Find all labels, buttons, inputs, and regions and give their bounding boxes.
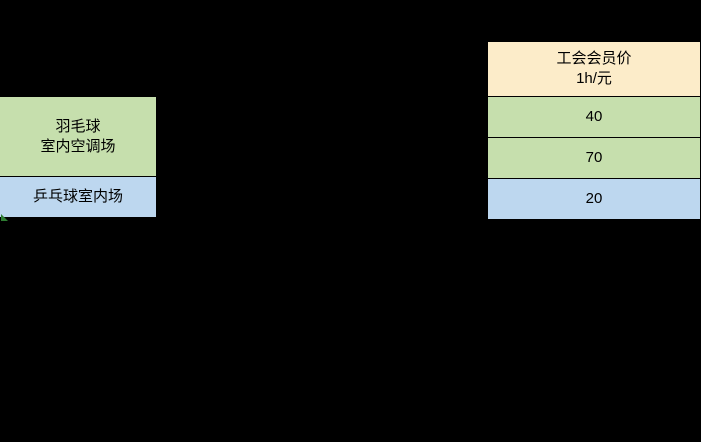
table-row: 羽毛球 室内空调场 bbox=[0, 96, 157, 177]
table-row: 乒乓球室内场 bbox=[0, 176, 157, 218]
price-table: 工会会员价 1h/元 40 70 20 bbox=[487, 41, 701, 220]
categories-table: 羽毛球 室内空调场 乒乓球室内场 bbox=[0, 96, 157, 218]
category-cell-table-tennis[interactable]: 乒乓球室内场 bbox=[0, 176, 157, 218]
price-header-title: 工会会员价 bbox=[556, 50, 632, 67]
category-cell-badminton[interactable]: 羽毛球 室内空调场 bbox=[0, 96, 157, 177]
table-row: 70 bbox=[487, 137, 701, 179]
table-row: 20 bbox=[487, 178, 701, 220]
price-header-cell: 工会会员价 1h/元 bbox=[487, 41, 701, 97]
table-row: 40 bbox=[487, 96, 701, 138]
price-header-unit: 1h/元 bbox=[576, 70, 612, 87]
price-cell-3[interactable]: 20 bbox=[487, 178, 701, 220]
price-cell-1[interactable]: 40 bbox=[487, 96, 701, 138]
price-cell-2[interactable]: 70 bbox=[487, 137, 701, 179]
table-header-row: 工会会员价 1h/元 bbox=[487, 41, 701, 97]
corner-artifact-marker bbox=[1, 214, 8, 221]
